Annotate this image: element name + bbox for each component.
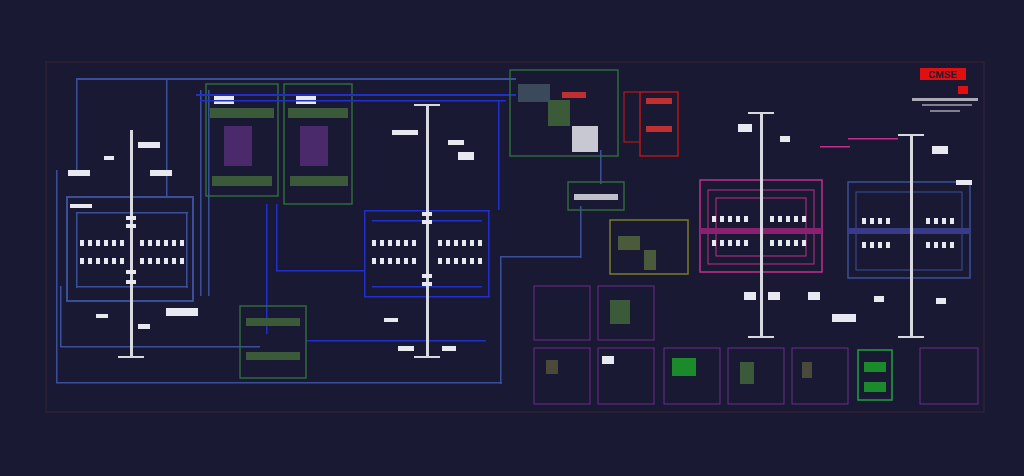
detail-boxes — [533, 285, 979, 405]
detail-box-green — [857, 349, 893, 401]
drawing-frame — [45, 61, 985, 413]
far-right-main-busbar — [910, 134, 913, 336]
right-magenta-panel — [699, 112, 898, 338]
transfer-enclosure — [567, 181, 625, 211]
bottom-green-enclosure — [239, 305, 307, 379]
center-breaker-array — [372, 130, 482, 351]
center-switchboard-panel — [196, 94, 516, 358]
logo-text: CMSE — [929, 70, 958, 81]
generator-enclosure — [609, 219, 689, 275]
left-breaker-array — [68, 142, 198, 329]
left-switchboard-panel — [56, 78, 516, 384]
center-main-busbar — [426, 106, 429, 356]
left-main-busbar — [130, 130, 133, 358]
right-main-busbar — [760, 114, 763, 336]
green-enclosure-1 — [205, 83, 279, 197]
top-center-enclosure — [509, 69, 619, 157]
green-enclosure-2 — [283, 83, 353, 205]
title-block: CMSE — [912, 68, 978, 112]
red-enclosures — [623, 91, 679, 157]
detail-box-contents — [546, 300, 886, 392]
blue-breaker-array — [862, 146, 972, 304]
magenta-breaker-array — [712, 124, 856, 322]
right-blue-panel — [847, 134, 971, 338]
